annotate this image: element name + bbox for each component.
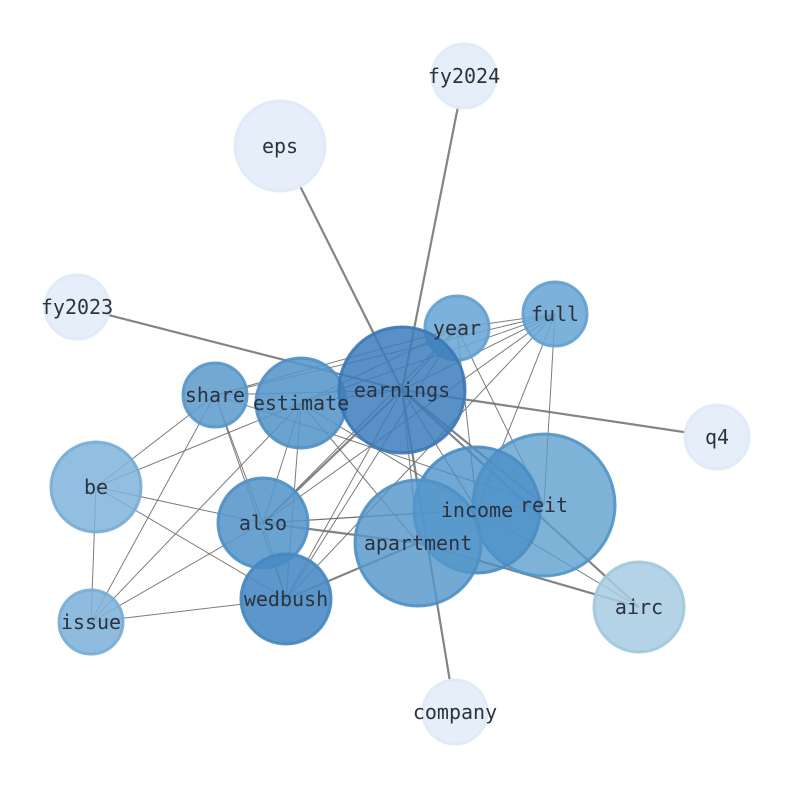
nodes-layer xyxy=(43,42,751,746)
node-label-fy2024: fy2024 xyxy=(428,64,500,88)
node-airc[interactable] xyxy=(592,560,686,654)
node-be[interactable] xyxy=(49,440,143,534)
node-label-fy2023: fy2023 xyxy=(41,295,113,319)
node-share[interactable] xyxy=(181,361,249,429)
node-label-wedbush: wedbush xyxy=(244,587,328,611)
labels-layer: earnings reit income apartment eps airc be wedb… xyxy=(41,64,729,724)
node-label-company: company xyxy=(413,700,497,724)
node-apartment[interactable] xyxy=(353,478,483,608)
node-label-reit: reit xyxy=(520,493,568,517)
node-label-issue: issue xyxy=(61,610,121,634)
node-label-income: income xyxy=(441,498,513,522)
node-issue[interactable] xyxy=(57,588,125,656)
node-earnings[interactable] xyxy=(337,325,467,455)
node-label-share: share xyxy=(185,383,245,407)
node-company[interactable] xyxy=(421,678,489,746)
node-fy2023[interactable] xyxy=(43,273,111,341)
edge-estimate-issue xyxy=(90,402,302,623)
node-q4[interactable] xyxy=(683,403,751,471)
node-label-earnings: earnings xyxy=(354,378,450,402)
node-label-full: full xyxy=(531,302,579,326)
node-eps[interactable] xyxy=(233,99,327,193)
node-label-year: year xyxy=(433,316,481,340)
edge-full-wedbush xyxy=(285,313,556,600)
edge-share-issue xyxy=(90,394,216,623)
node-fy2024[interactable] xyxy=(430,42,498,110)
node-label-q4: q4 xyxy=(705,425,729,449)
node-label-estimate: estimate xyxy=(253,391,349,415)
node-full[interactable] xyxy=(521,280,589,348)
node-label-airc: airc xyxy=(615,595,663,619)
node-label-also: also xyxy=(239,511,287,535)
node-wedbush[interactable] xyxy=(239,552,333,646)
node-label-be: be xyxy=(84,475,108,499)
node-label-apartment: apartment xyxy=(364,531,472,555)
node-label-eps: eps xyxy=(262,134,298,158)
